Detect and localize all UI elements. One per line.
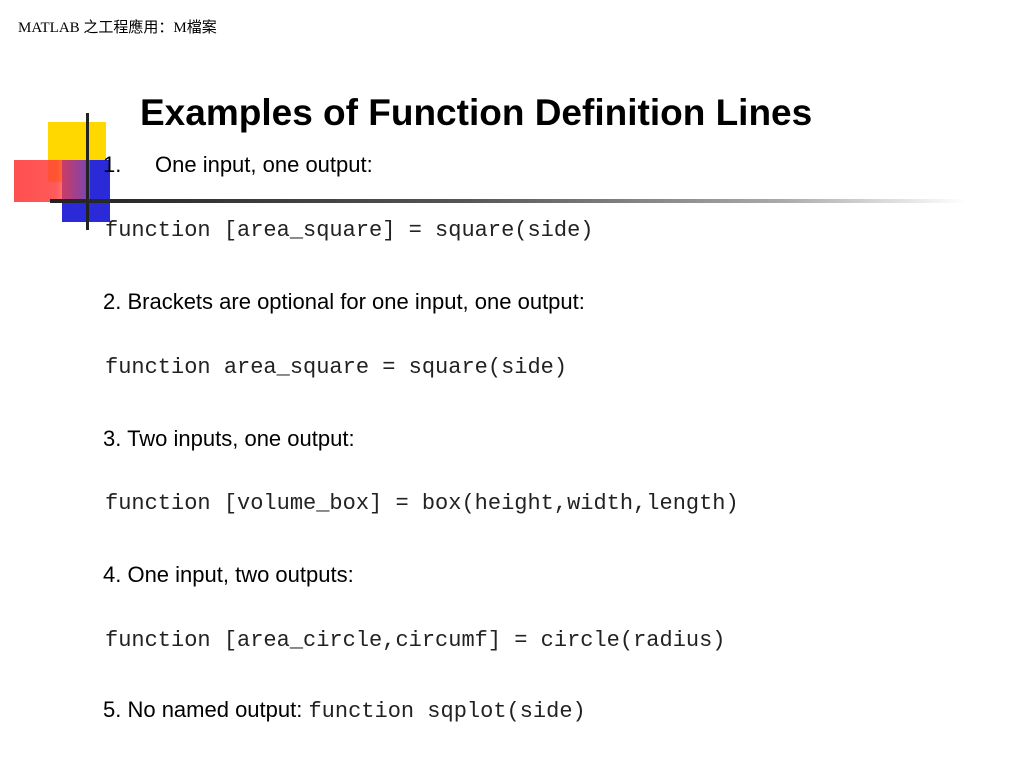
horizontal-divider-line [50, 199, 965, 203]
code-example-3: function [volume_box] = box(height,width… [105, 491, 739, 516]
item-2-text: 2. Brackets are optional for one input, … [103, 289, 585, 314]
slide-title: Examples of Function Definition Lines [140, 92, 813, 133]
item-5-label: 5. No named output: [103, 697, 303, 722]
header-text: MATLAB 之工程應用：M檔案 [18, 20, 217, 36]
code-example-2: function area_square = square(side) [105, 355, 568, 380]
code-example-4: function [area_circle,circumf] = circle(… [105, 628, 726, 653]
red-gradient-bar [14, 160, 90, 202]
item-5-code: function sqplot(side) [308, 699, 586, 724]
item-1-number: 1. [103, 152, 122, 177]
item-4-text: 4. One input, two outputs: [103, 562, 354, 587]
item-3-text: 3. Two inputs, one output: [103, 426, 355, 451]
code-example-1: function [area_square] = square(side) [105, 218, 594, 243]
item-5: 5. No named output: function sqplot(side… [103, 697, 586, 724]
vertical-divider-line [86, 113, 89, 230]
item-1-text: One input, one output: [155, 152, 373, 177]
